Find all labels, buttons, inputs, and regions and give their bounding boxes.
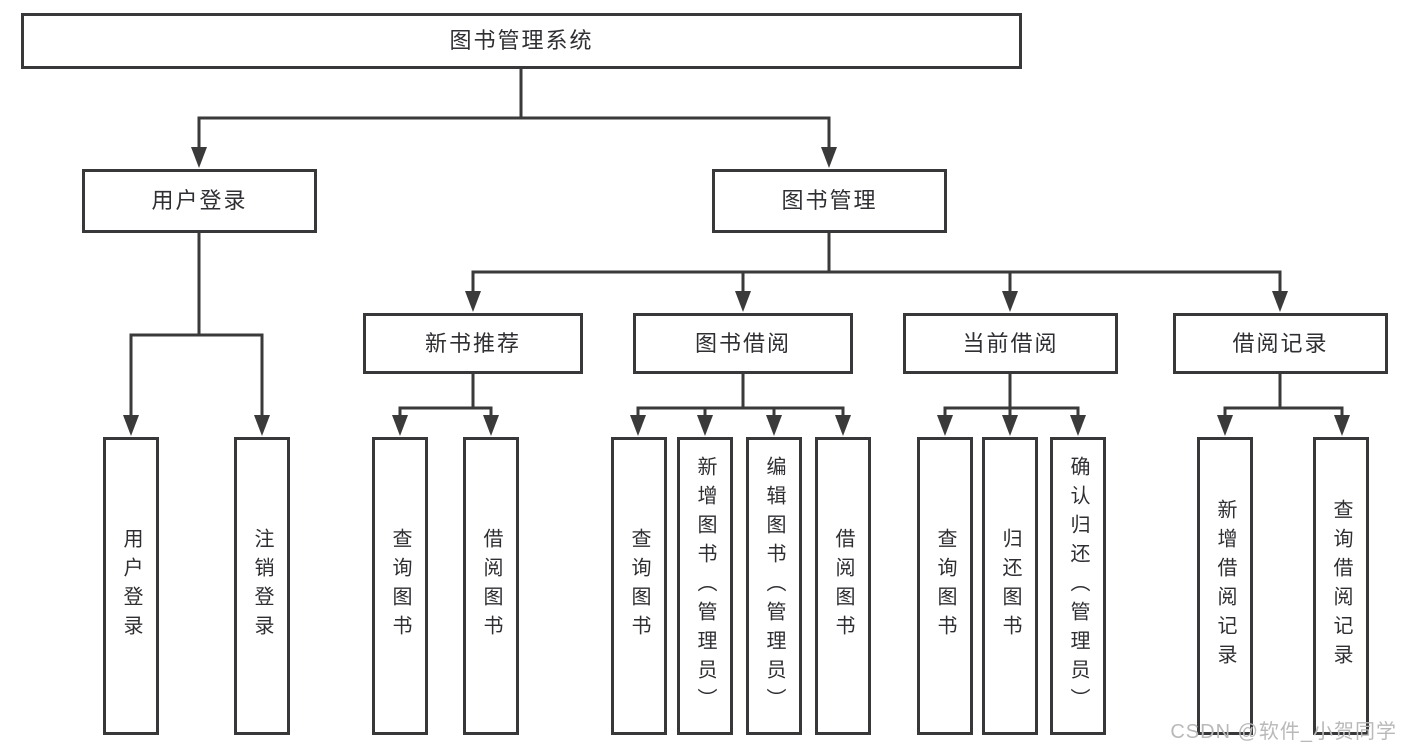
node-leaf-query-books-current: 查询图书 (917, 437, 973, 735)
node-leaf-add-borrow-record: 新增借阅记录 (1197, 437, 1253, 735)
node-borrow-records: 借阅记录 (1173, 313, 1388, 374)
arrow-down-icon (1217, 415, 1233, 436)
arrow-down-icon (1070, 415, 1086, 436)
arrow-down-icon (1002, 291, 1018, 312)
node-leaf-logout: 注销登录 (234, 437, 290, 735)
arrow-down-icon (835, 415, 851, 436)
arrow-down-icon (254, 415, 270, 436)
node-current-borrow: 当前借阅 (903, 313, 1118, 374)
node-leaf-user-login: 用户登录 (103, 437, 159, 735)
node-leaf-borrow-books-recommend: 借阅图书 (463, 437, 519, 735)
arrow-down-icon (191, 147, 207, 168)
arrow-down-icon (697, 415, 713, 436)
node-root: 图书管理系统 (21, 13, 1022, 69)
arrow-down-icon (465, 291, 481, 312)
node-leaf-return-books: 归还图书 (982, 437, 1038, 735)
arrow-down-icon (123, 415, 139, 436)
node-leaf-query-books-borrow: 查询图书 (611, 437, 667, 735)
arrow-down-icon (766, 415, 782, 436)
node-book-borrow: 图书借阅 (633, 313, 853, 374)
node-leaf-confirm-return-admin: 确认归还（管理员） (1050, 437, 1106, 735)
arrow-down-icon (735, 291, 751, 312)
arrow-down-icon (821, 147, 837, 168)
arrow-down-icon (1272, 291, 1288, 312)
node-user-login: 用户登录 (82, 169, 317, 233)
arrow-down-icon (1002, 415, 1018, 436)
arrow-down-icon (937, 415, 953, 436)
arrow-down-icon (630, 415, 646, 436)
node-new-book-recommend: 新书推荐 (363, 313, 583, 374)
arrow-down-icon (392, 415, 408, 436)
node-leaf-query-books-recommend: 查询图书 (372, 437, 428, 735)
node-leaf-borrow-books: 借阅图书 (815, 437, 871, 735)
node-leaf-query-borrow-record: 查询借阅记录 (1313, 437, 1369, 735)
node-leaf-add-books-admin: 新增图书（管理员） (677, 437, 733, 735)
watermark: CSDN @软件_小贺同学 (1170, 721, 1397, 743)
node-leaf-edit-books-admin: 编辑图书（管理员） (746, 437, 802, 735)
arrow-down-icon (483, 415, 499, 436)
node-book-management: 图书管理 (712, 169, 947, 233)
arrow-down-icon (1334, 415, 1350, 436)
